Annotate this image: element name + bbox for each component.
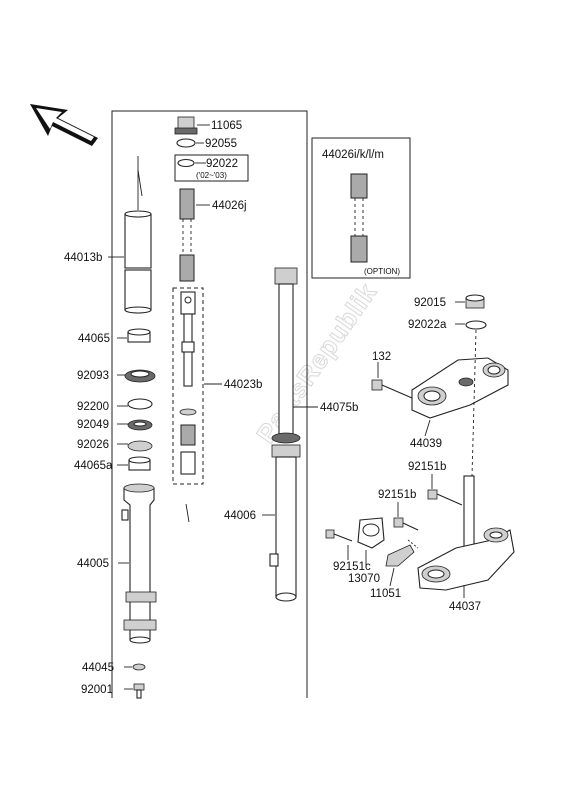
label-44006: 44006	[224, 510, 256, 522]
label-92151c: 92151c	[333, 561, 371, 573]
holder-13070	[357, 517, 385, 549]
fork-leg-44006	[269, 444, 301, 602]
option-spring-icon	[350, 173, 368, 263]
washer-92026	[127, 440, 153, 452]
bushing-44065a	[128, 456, 151, 471]
label-92151b-upper: 92151b	[408, 461, 446, 473]
label-44013b: 44013b	[64, 252, 102, 264]
damper-rod-44023b	[172, 287, 204, 485]
lower-bracket-44037	[417, 475, 515, 591]
label-92200: 92200	[77, 401, 109, 413]
label-132: 132	[372, 351, 391, 363]
front-direction-arrow-icon	[30, 104, 98, 146]
washer-92022a	[465, 320, 487, 330]
label-92151b-lower: 92151b	[378, 489, 416, 501]
label-44039: 44039	[410, 438, 442, 450]
option-box: 44026i/k/l/m (OPTION)	[311, 137, 411, 279]
oil-seal-92049	[127, 419, 153, 431]
label-92015: 92015	[414, 297, 446, 309]
label-44065a: 44065a	[74, 460, 113, 472]
clip-92200	[127, 398, 153, 410]
spring-44026j	[179, 188, 195, 282]
label-92026: 92026	[77, 439, 109, 451]
label-13070: 13070	[348, 573, 380, 585]
label-44005: 44005	[77, 558, 109, 570]
bolt-92001	[133, 683, 145, 699]
upper-bracket-44039	[411, 357, 509, 419]
bolt-92151c	[325, 529, 353, 542]
label-44045: 44045	[82, 662, 114, 674]
nut-92015	[465, 294, 485, 309]
label-11051: 11051	[370, 588, 401, 600]
bolt-92151b-lower	[393, 517, 419, 531]
tube-44013b	[124, 210, 152, 314]
label-92049: 92049	[77, 419, 109, 431]
label-44037: 44037	[449, 601, 481, 613]
label-44075b: 44075b	[320, 402, 358, 414]
label-44026j: 44026j	[212, 200, 247, 212]
label-92001: 92001	[81, 684, 113, 696]
outer-tube-44005	[121, 483, 157, 644]
label-92093: 92093	[77, 370, 109, 382]
bolt-92151b-upper	[427, 489, 463, 506]
option-note: (OPTION)	[364, 267, 400, 276]
label-92055: 92055	[205, 138, 237, 150]
label-44065: 44065	[78, 333, 110, 345]
bushing-44065	[127, 328, 151, 343]
seal-92093	[124, 369, 156, 383]
bolt-132	[371, 379, 413, 399]
label-44023b: 44023b	[224, 379, 262, 391]
inner-tube-44075b	[271, 267, 301, 444]
o-ring-92055	[176, 138, 196, 148]
washer-44045	[132, 663, 146, 671]
watermark: PartsRepublik	[250, 277, 382, 448]
label-92022a: 92022a	[408, 319, 447, 331]
year-note: ('02~'03)	[196, 171, 227, 180]
washer-92022: 92022 ('02~'03)	[174, 154, 249, 182]
option-part-label: 44026i/k/l/m	[322, 149, 384, 161]
label-92022: 92022	[206, 158, 238, 170]
bracket-11051	[385, 544, 415, 567]
cap-bolt-11065	[174, 116, 198, 135]
label-11065: 11065	[211, 120, 242, 132]
assembly-frame	[111, 110, 308, 698]
